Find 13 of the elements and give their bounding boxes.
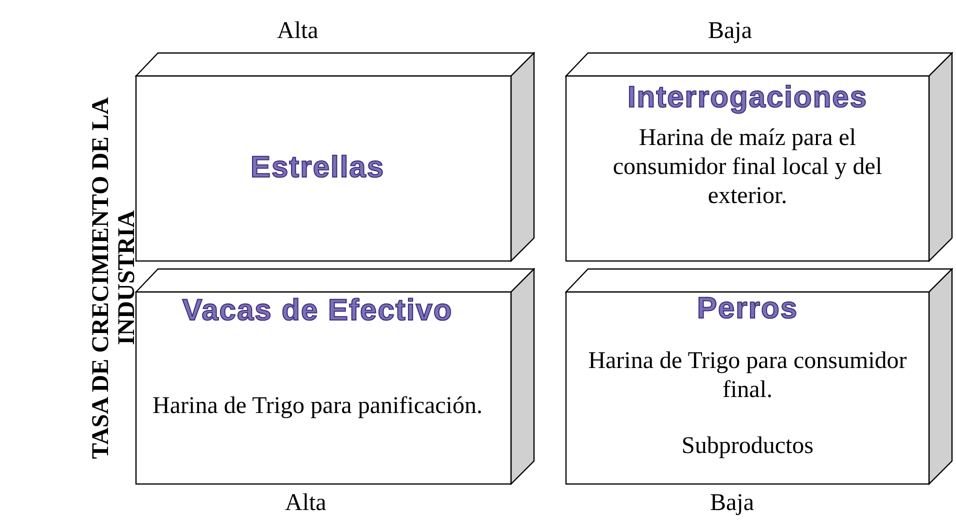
axis-label: Alta (285, 490, 326, 517)
axis-label: Baja (708, 18, 752, 45)
axis-label: Alta (277, 18, 318, 45)
wordart-heading: Perros (696, 292, 800, 326)
axis-title: TASA DE CRECIMIENTO DE LA INDUSTRIA (88, 96, 140, 461)
description-text: Harina de maíz para el consumidor final local y del exterior. (612, 124, 884, 211)
wordart-heading: Interrogaciones (626, 81, 869, 115)
description-text: Subproductos (680, 432, 814, 461)
axis-label: Baja (710, 490, 754, 517)
description-text: Harina de Trigo para consumidor final. (587, 347, 908, 405)
wordart-heading: Vacas de Efectivo (181, 294, 454, 328)
description-text: Harina de Trigo para panificación. (152, 392, 484, 421)
wordart-heading: Estrellas (249, 151, 386, 185)
